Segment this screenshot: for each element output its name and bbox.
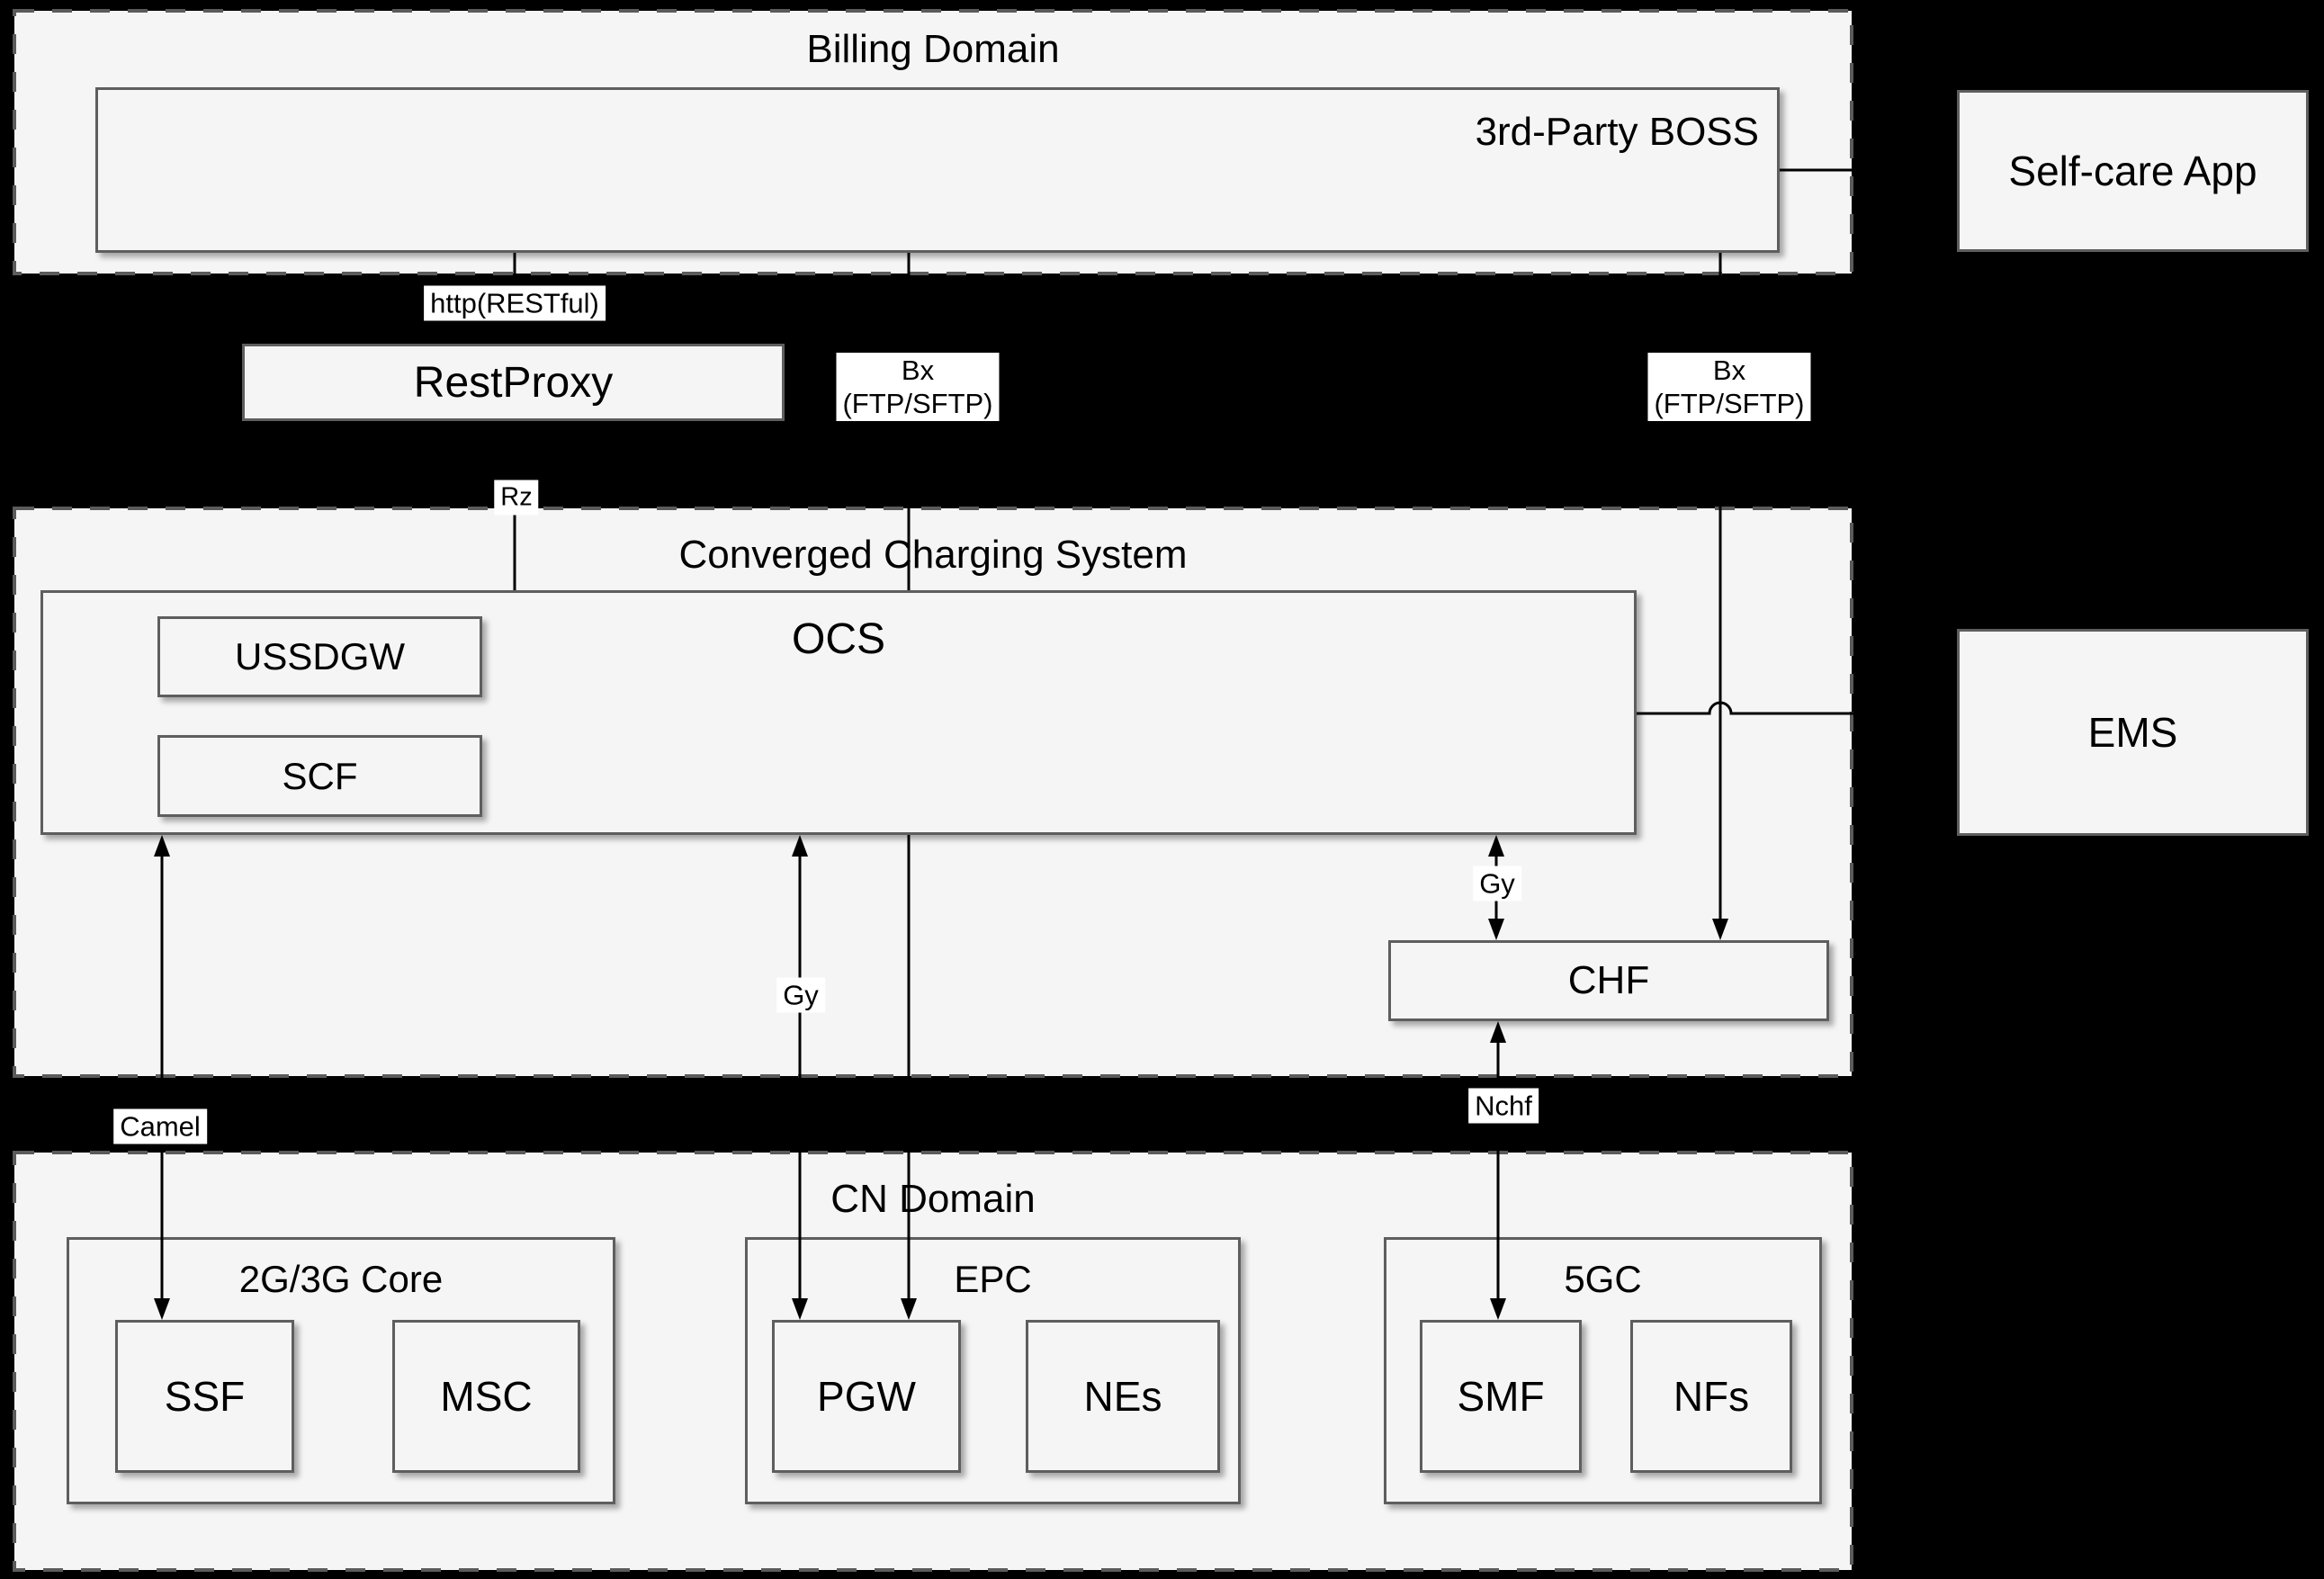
node-ems: EMS — [1957, 629, 2309, 836]
node-ems-label: EMS — [2087, 709, 2178, 756]
node-ssf: SSF — [115, 1320, 294, 1473]
node-selfcare-app-label: Self-care App — [2008, 148, 2257, 194]
node-ussdgw: USSDGW — [157, 616, 482, 697]
node-nfs: NFs — [1630, 1320, 1792, 1473]
edge-label-bx-1-line2: (FTP/SFTP) — [842, 388, 993, 419]
edge-label-http-restful: http(RESTful) — [424, 285, 606, 321]
node-msc: MSC — [392, 1320, 580, 1473]
cn-domain-title: CN Domain — [830, 1177, 1036, 1221]
group-epc-label: EPC — [954, 1258, 1032, 1300]
node-restproxy-label: RestProxy — [413, 358, 614, 407]
node-pgw: PGW — [772, 1320, 961, 1473]
node-chf: CHF — [1388, 940, 1829, 1021]
edge-label-bx-2-line2: (FTP/SFTP) — [1654, 388, 1805, 419]
node-nes-label: NEs — [1083, 1373, 1162, 1420]
edge-label-bx-1: Bx (FTP/SFTP) — [836, 353, 1000, 421]
edge-label-nchf: Nchf — [1468, 1088, 1539, 1124]
node-scf: SCF — [157, 735, 482, 817]
node-smf-label: SMF — [1457, 1373, 1545, 1420]
node-ussdgw-label: USSDGW — [235, 635, 405, 677]
node-pgw-label: PGW — [817, 1373, 916, 1420]
node-restproxy: RestProxy — [242, 344, 785, 421]
edge-label-bx-2-line1: Bx — [1712, 354, 1746, 386]
billing-domain-title: Billing Domain — [806, 27, 1060, 71]
node-nfs-label: NFs — [1673, 1373, 1750, 1420]
node-chf-label: CHF — [1567, 958, 1650, 1002]
node-3rd-party-boss-label: 3rd-Party BOSS — [1475, 110, 1759, 154]
group-2g3g-core-label: 2G/3G Core — [238, 1258, 444, 1300]
node-smf: SMF — [1420, 1320, 1582, 1473]
ccs-domain-title: Converged Charging System — [678, 533, 1188, 577]
group-5gc-label: 5GC — [1564, 1258, 1642, 1300]
edge-label-bx-1-line1: Bx — [901, 354, 935, 386]
node-msc-label: MSC — [440, 1373, 533, 1420]
edge-label-gy-chf: Gy — [1473, 866, 1521, 902]
node-ocs-label: OCS — [791, 615, 885, 663]
node-nes: NEs — [1026, 1320, 1220, 1473]
node-3rd-party-boss: 3rd-Party BOSS — [95, 87, 1780, 253]
node-selfcare-app: Self-care App — [1957, 90, 2309, 252]
edge-label-rz: Rz — [494, 480, 539, 516]
node-ssf-label: SSF — [164, 1373, 246, 1420]
edge-label-gy-epc: Gy — [776, 977, 825, 1013]
edge-label-camel: Camel — [113, 1108, 207, 1144]
edge-label-bx-2: Bx (FTP/SFTP) — [1647, 353, 1811, 421]
node-scf-label: SCF — [282, 754, 358, 797]
